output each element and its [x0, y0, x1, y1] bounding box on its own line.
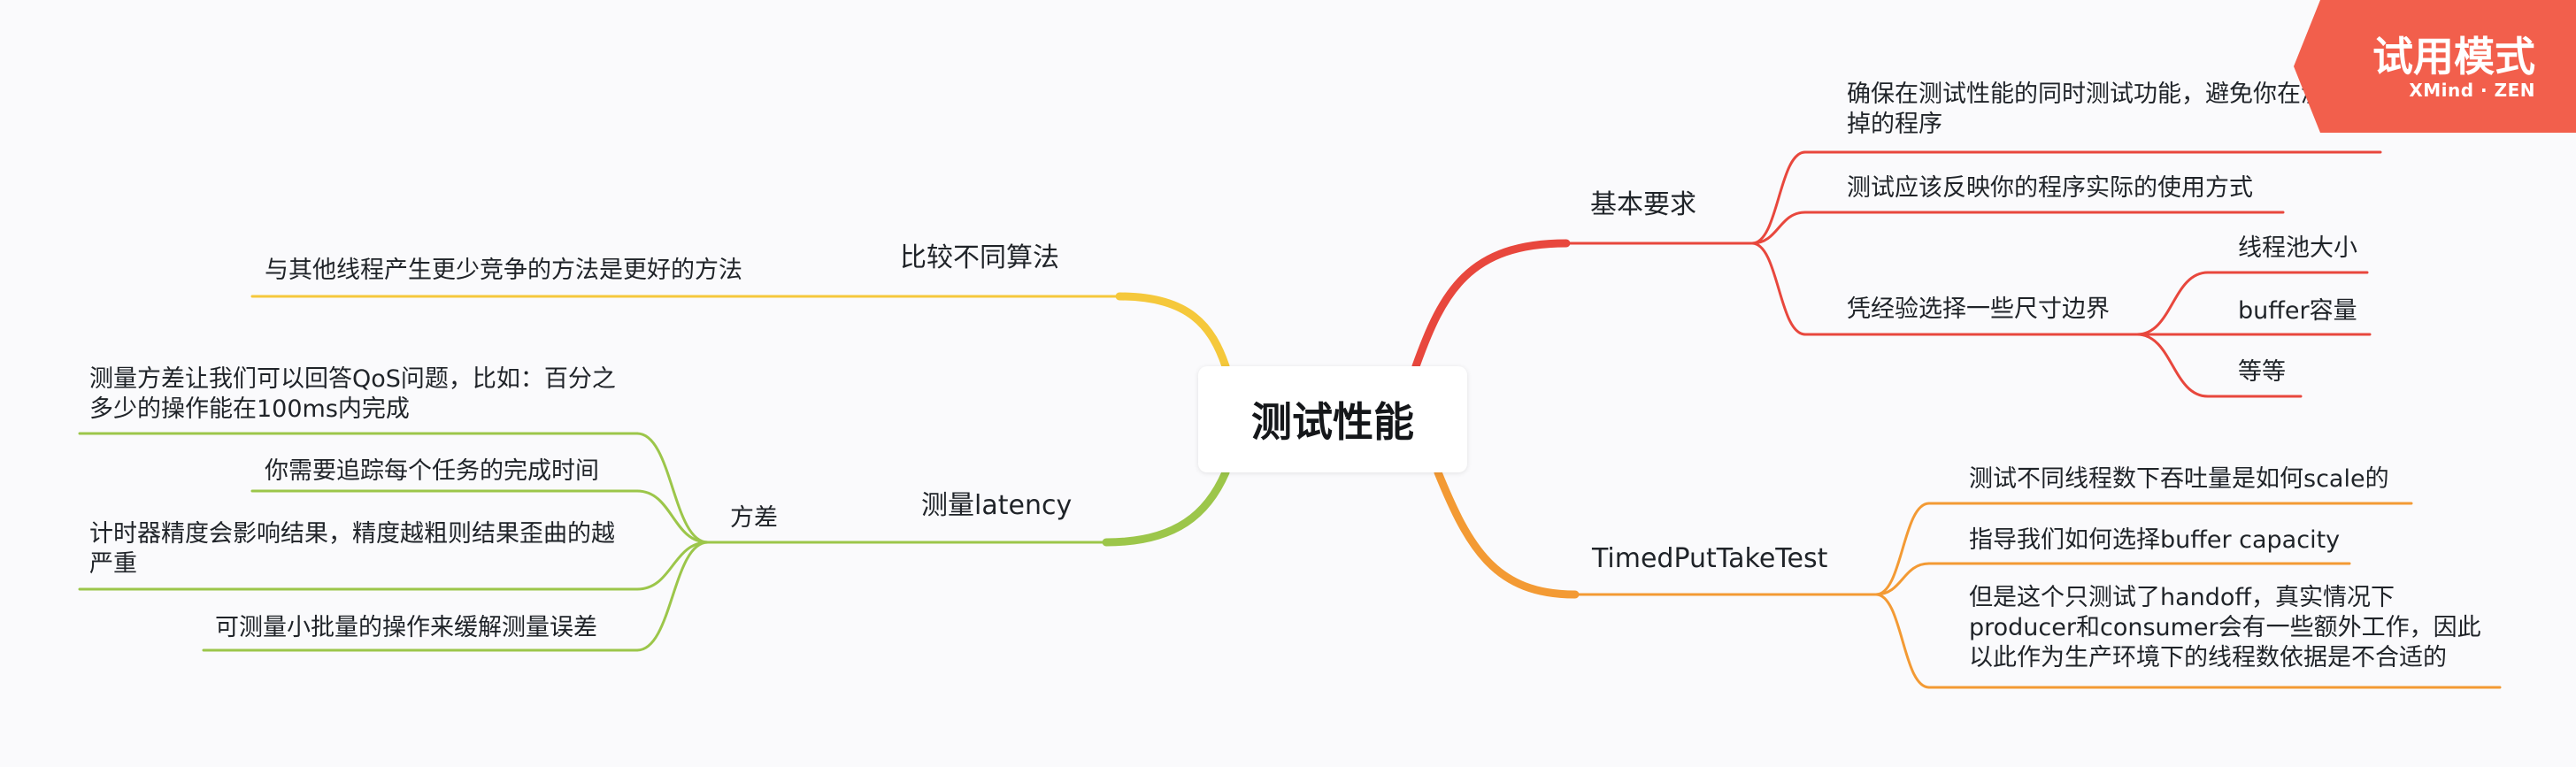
subtopic-thread-pool-size[interactable]: 线程池大小	[2238, 234, 2357, 262]
subtopic-buffer-capacity[interactable]: buffer容量	[2238, 297, 2357, 325]
connector-timed-item2	[1874, 593, 1931, 689]
xmind-zen-brand: XMind · ZEN	[2409, 80, 2535, 101]
connector-timed-item1	[1874, 562, 1931, 596]
connector-basic-item1	[1750, 211, 1807, 245]
subtopic-reflect-usage[interactable]: 测试应该反映你的程序实际的使用方式	[1847, 174, 2253, 202]
connector-basic-item0	[1750, 150, 1807, 245]
connector-root-latency	[1102, 468, 1230, 547]
topic-basic-requirements[interactable]: 基本要求	[1590, 189, 1696, 220]
subtopic-small-batches[interactable]: 可测量小批量的操作来缓解测量误差	[215, 614, 597, 641]
subtopic-choose-boundaries[interactable]: 凭经验选择一些尺寸边界	[1847, 295, 2110, 323]
connector-variance-item2	[635, 541, 710, 591]
topic-compare-algorithms[interactable]: 比较不同算法	[900, 242, 1059, 273]
subtopic-less-contention[interactable]: 与其他线程产生更少竞争的方法是更好的方法	[265, 257, 742, 284]
subtopic-test-functionality[interactable]: 确保在测试性能的同时测试功能，避免你在测试坏掉的程序	[1847, 81, 2372, 138]
connector-variance-item3	[635, 541, 710, 652]
connector-timed-item0	[1874, 502, 1931, 596]
connector-root-timed	[1434, 468, 1580, 599]
topic-timed-put-take-test[interactable]: TimedPutTakeTest	[1592, 543, 1828, 574]
trial-mode-badge[interactable]: 试用模式 XMind · ZEN	[2294, 0, 2576, 133]
subtopic-buffer-capacity-guide[interactable]: 指导我们如何选择buffer capacity	[1969, 526, 2341, 554]
connector-root-basic	[1411, 239, 1571, 371]
root-topic[interactable]: 测试性能	[1198, 366, 1467, 472]
subtopic-track-completion[interactable]: 你需要追踪每个任务的完成时间	[265, 457, 599, 485]
subtopic-throughput-scale[interactable]: 测试不同线程数下吞吐量是如何scale的	[1969, 465, 2389, 493]
connector-boundary-2	[2135, 333, 2210, 398]
subtopic-qos-question[interactable]: 测量方差让我们可以回答QoS问题，比如：百分之多少的操作能在100ms内完成	[89, 365, 616, 423]
connector-basic-item2	[1750, 242, 1807, 336]
connector-variance-item0	[635, 432, 710, 544]
subtopic-etc[interactable]: 等等	[2238, 358, 2286, 386]
subtopic-handoff-caveat[interactable]: 但是这个只测试了handoff，真实情况下producer和consumer会有…	[1969, 584, 2481, 671]
connector-variance-item1	[635, 489, 710, 544]
subtopic-variance[interactable]: 方差	[730, 504, 778, 532]
trial-badge-shape	[2294, 0, 2576, 133]
connector-root-compare	[1115, 292, 1230, 371]
connector-boundary-0	[2135, 271, 2210, 336]
trial-mode-title: 试用模式	[2372, 33, 2535, 81]
topic-measure-latency[interactable]: 测量latency	[921, 490, 1073, 521]
subtopic-timer-precision[interactable]: 计时器精度会影响结果，精度越粗则结果歪曲的越严重	[89, 520, 615, 578]
